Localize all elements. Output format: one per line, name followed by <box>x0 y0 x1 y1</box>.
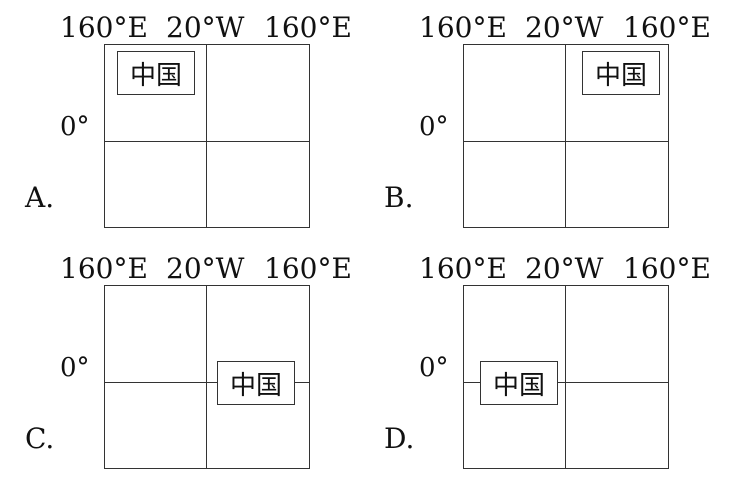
meridian-line <box>206 45 208 227</box>
map-grid: 中国 <box>104 285 310 469</box>
lon-label-left: 160°E <box>419 11 507 44</box>
lon-label-mid: 20°W <box>166 11 245 44</box>
panel-b: 160°E 20°W 160°E 0° B. 中国 <box>384 11 730 244</box>
lon-label-mid: 20°W <box>166 252 245 285</box>
meridian-line <box>565 286 567 468</box>
panel-c: 160°E 20°W 160°E 0° C. 中国 <box>25 252 380 485</box>
meridian-line <box>206 286 208 468</box>
lon-label-left: 160°E <box>419 252 507 285</box>
option-letter: B. <box>384 181 414 214</box>
china-label-box: 中国 <box>480 361 558 405</box>
china-label-box: 中国 <box>117 51 195 95</box>
lon-label-right: 160°E <box>264 11 352 44</box>
equator-line <box>105 141 309 143</box>
map-grid: 中国 <box>104 44 310 228</box>
lat-label-zero: 0° <box>60 112 90 142</box>
equator-line <box>464 141 668 143</box>
option-letter: D. <box>384 422 415 455</box>
lat-label-zero: 0° <box>60 353 90 383</box>
china-label-box: 中国 <box>217 361 295 405</box>
lon-label-mid: 20°W <box>525 11 604 44</box>
lon-label-right: 160°E <box>264 252 352 285</box>
lon-label-right: 160°E <box>623 11 711 44</box>
map-grid: 中国 <box>463 285 669 469</box>
panel-a: 160°E 20°W 160°E 0° A. 中国 <box>25 11 380 244</box>
map-grid: 中国 <box>463 44 669 228</box>
lat-label-zero: 0° <box>419 112 449 142</box>
option-letter: A. <box>25 181 55 214</box>
lon-label-left: 160°E <box>60 252 148 285</box>
lon-label-right: 160°E <box>623 252 711 285</box>
lat-label-zero: 0° <box>419 353 449 383</box>
panel-d: 160°E 20°W 160°E 0° D. 中国 <box>384 252 730 485</box>
china-label-box: 中国 <box>582 51 660 95</box>
equator-line <box>464 382 668 384</box>
lon-label-mid: 20°W <box>525 252 604 285</box>
meridian-line <box>565 45 567 227</box>
option-letter: C. <box>25 422 55 455</box>
equator-line <box>105 382 309 384</box>
lon-label-left: 160°E <box>60 11 148 44</box>
